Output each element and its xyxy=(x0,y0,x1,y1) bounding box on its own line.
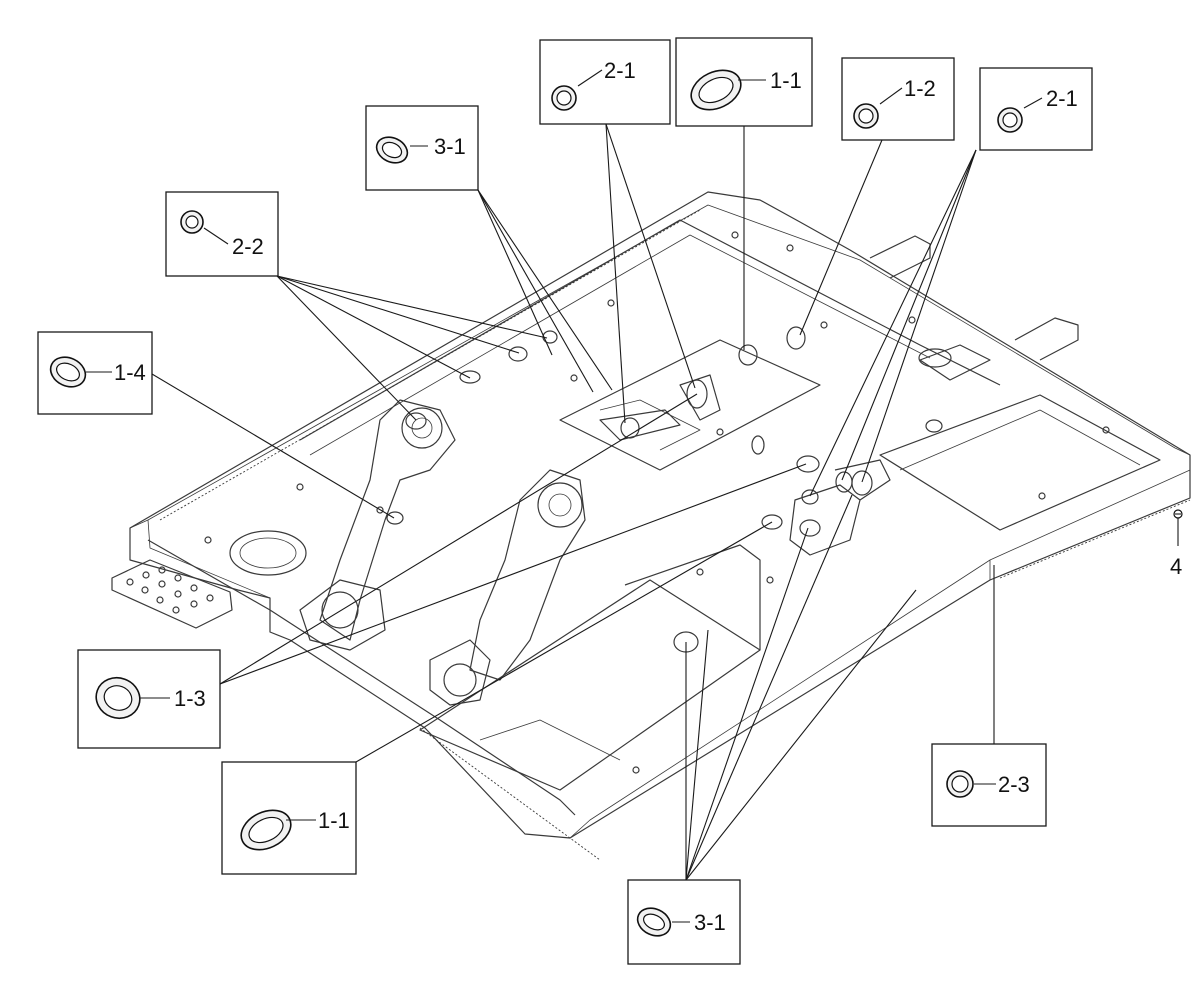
callout-label: 3-1 xyxy=(434,134,466,159)
round-grommet-icon xyxy=(551,85,577,111)
callout-label: 1-1 xyxy=(770,68,802,93)
callout-label: 2-2 xyxy=(232,234,264,259)
callout-label: 2-1 xyxy=(604,58,636,83)
leader-1-1-bottom xyxy=(355,521,773,763)
callout-2-3[interactable]: 2-3 xyxy=(931,743,1047,827)
callout-label: 1-3 xyxy=(174,686,206,711)
callout-label: 1-2 xyxy=(904,76,936,101)
leader-3-1-bottom-c xyxy=(685,527,809,881)
callout-1-2[interactable]: 1-2 xyxy=(841,57,955,141)
callout-3-1-top[interactable]: 3-1 xyxy=(365,105,479,191)
callout-2-1-a[interactable]: 2-1 xyxy=(539,39,671,125)
callout-label: 3-1 xyxy=(694,910,726,935)
leader-2-2-b xyxy=(276,275,471,379)
leader-1-2 xyxy=(799,139,883,336)
leader-3-1-bottom-d xyxy=(685,494,853,881)
round-grommet-icon xyxy=(95,676,141,720)
callout-1-4[interactable]: 1-4 xyxy=(37,331,153,415)
callout-1-1-top[interactable]: 1-1 xyxy=(675,37,813,127)
callout-1-3[interactable]: 1-3 xyxy=(77,649,221,749)
round-grommet-icon xyxy=(997,107,1023,133)
leader-2-1-b-c xyxy=(809,149,977,497)
leader-2-2-d xyxy=(276,275,417,421)
leader-2-2-c xyxy=(276,275,548,339)
callout-label: 1-4 xyxy=(114,360,146,385)
leader-3-1-top xyxy=(477,189,553,356)
callout-2-2[interactable]: 2-2 xyxy=(165,191,279,277)
leader-lines xyxy=(151,123,1179,881)
leader-2-1-b-b xyxy=(841,149,977,481)
oval-grommet-icon xyxy=(375,136,409,164)
callout-1-1-bottom[interactable]: 1-1 xyxy=(221,761,357,875)
callout-3-1-bottom[interactable]: 3-1 xyxy=(627,879,741,965)
callout-label: 2-3 xyxy=(998,772,1030,797)
leader-1-3 xyxy=(219,463,807,685)
callout-4[interactable]: 4 xyxy=(1170,509,1183,579)
callout-label: 2-1 xyxy=(1046,86,1078,111)
leader-2-1-b xyxy=(861,149,977,483)
round-grommet-icon xyxy=(180,210,204,234)
leader-1-4 xyxy=(151,373,395,519)
leader-2-1-a xyxy=(605,123,626,424)
round-grommet-icon xyxy=(853,103,879,129)
leader-3-1-top-c xyxy=(477,189,594,393)
oval-grommet-icon xyxy=(690,69,742,111)
leader-3-1-top-b xyxy=(477,189,613,391)
excavator-upper-frame xyxy=(111,191,1191,861)
callout-label: 1-1 xyxy=(318,808,350,833)
round-grommet-icon xyxy=(946,770,974,798)
oval-grommet-icon xyxy=(49,356,87,388)
callout-label: 4 xyxy=(1170,554,1182,579)
leader-2-1-a-b xyxy=(605,123,696,389)
callout-2-1-b[interactable]: 2-1 xyxy=(979,67,1093,151)
leader-3-1-bottom-b xyxy=(685,629,709,881)
leader-1-3-b xyxy=(219,393,698,685)
oval-grommet-icon xyxy=(636,907,672,937)
leader-3-1-bottom-e xyxy=(685,589,917,881)
bolt-icon xyxy=(1173,509,1183,519)
leader-2-2 xyxy=(276,275,520,354)
oval-grommet-icon xyxy=(240,809,292,851)
